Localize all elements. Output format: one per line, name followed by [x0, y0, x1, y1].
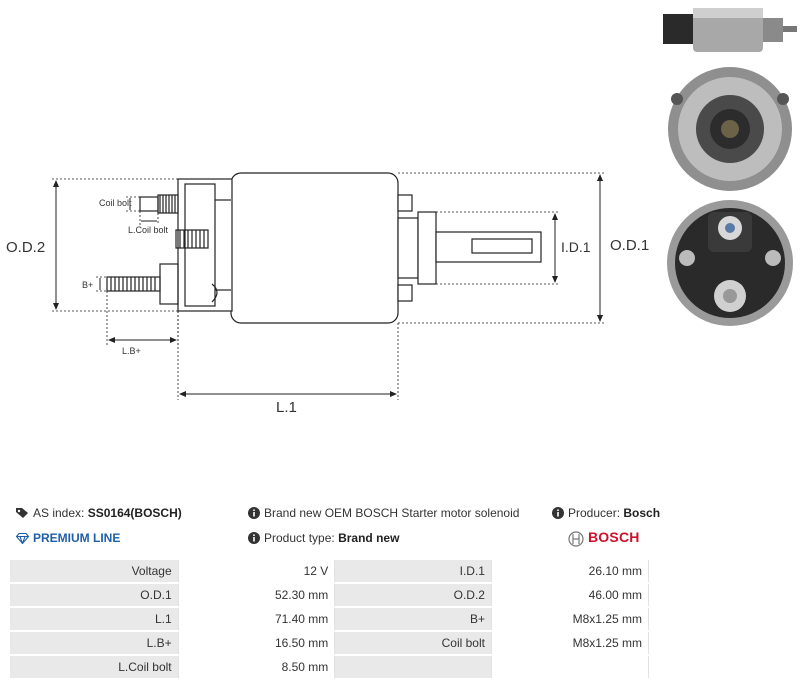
spec-label: Voltage: [10, 560, 179, 584]
product-photo-terminals: [663, 198, 798, 328]
as-index-value: SS0164(BOSCH): [87, 506, 182, 520]
info-icon: [248, 532, 260, 548]
producer-value: Bosch: [623, 506, 661, 520]
solenoid-technical-drawing: O.D.2 O.D.1 I.D.1 L.1 Coil bolt L.Coil b…: [6, 172, 649, 416]
info-icon: [552, 507, 564, 523]
diamond-icon: [15, 532, 30, 548]
product-photo-side: [663, 2, 798, 62]
spec-label: I.D.1: [334, 560, 492, 584]
spec-value: M8x1.25 mm: [490, 631, 650, 656]
b-plus-label: B+: [82, 280, 93, 290]
od2-label: O.D.2: [6, 239, 45, 256]
premium-line-text: PREMIUM LINE: [33, 531, 121, 545]
as-index-label: AS index:: [33, 506, 85, 520]
spec-value: M8x1.25 mm: [490, 607, 650, 632]
producer-label: Producer:: [568, 506, 621, 520]
spec-label: B+: [334, 607, 492, 632]
bosch-armature-icon: [568, 531, 584, 547]
spec-value: 16.50 mm: [177, 631, 336, 656]
product-type: Product type: Brand new: [248, 530, 399, 548]
bosch-logo: BOSCH: [568, 529, 640, 547]
producer: Producer: Bosch: [552, 505, 660, 523]
premium-line-badge: PREMIUM LINE: [15, 530, 121, 548]
as-index: AS index: SS0164(BOSCH): [16, 505, 182, 523]
spec-value: 52.30 mm: [177, 583, 336, 608]
l-b-plus-label: L.B+: [122, 346, 141, 356]
spec-label: L.1: [10, 607, 179, 632]
product-type-value: Brand new: [338, 531, 400, 545]
spec-value: [490, 655, 650, 680]
product-type-label: Product type:: [264, 531, 335, 545]
l1-label: L.1: [276, 399, 297, 416]
description-text: Brand new OEM BOSCH Starter motor soleno…: [264, 506, 520, 520]
spec-label: L.B+: [10, 631, 179, 656]
coil-bolt-label: Coil bolt: [99, 198, 132, 208]
spec-label: L.Coil bolt: [10, 655, 179, 680]
spec-value: 12 V: [177, 560, 336, 584]
spec-value: 46.00 mm: [490, 583, 650, 608]
l-coil-bolt-label: L.Coil bolt: [128, 225, 169, 235]
spec-value: 8.50 mm: [177, 655, 336, 680]
spec-label: O.D.1: [10, 583, 179, 608]
od1-label: O.D.1: [610, 237, 649, 254]
spec-label: Coil bolt: [334, 631, 492, 656]
spec-label: O.D.2: [334, 583, 492, 608]
id1-label: I.D.1: [561, 239, 591, 255]
spec-value: 26.10 mm: [490, 560, 650, 584]
bosch-logo-text: BOSCH: [588, 529, 640, 545]
spec-label: [334, 655, 492, 680]
info-icon: [248, 507, 260, 523]
description: Brand new OEM BOSCH Starter motor soleno…: [248, 505, 519, 523]
product-photo-end: [663, 65, 798, 193]
tag-icon: [16, 507, 29, 523]
spec-value: 71.40 mm: [177, 607, 336, 632]
